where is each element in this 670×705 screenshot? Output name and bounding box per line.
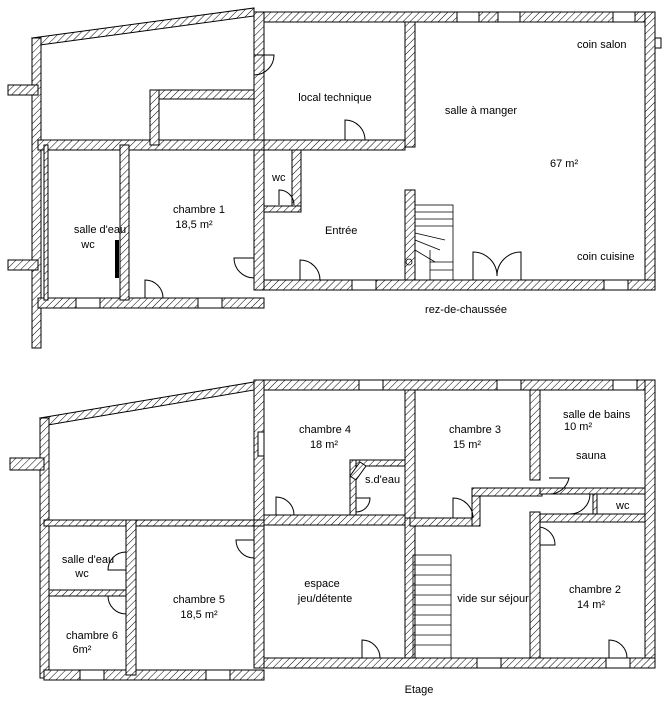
ground-floor-doors (144, 54, 522, 299)
room-label-wc-upper: wc (616, 500, 630, 512)
room-label-coin-cuisine: coin cuisine (577, 251, 635, 263)
room-label-salle-eau-ground: salle d'eau (73, 224, 127, 236)
room-label-chambre-6: chambre 6 (66, 630, 118, 642)
ground-floor-windows (75, 11, 662, 309)
room-label-salle-de-bains: salle de bains (563, 409, 631, 421)
room-area-chambre-4: 18 m² (309, 439, 339, 451)
upper-floor-plan (9, 379, 656, 681)
floor-caption-ground: rez-de-chaussée (425, 304, 507, 316)
ground-floor-outer-walls (7, 7, 656, 349)
ground-floor-interior-walls (263, 21, 416, 281)
floor-caption-upper: Etage (404, 684, 434, 696)
room-area-chambre-3: 15 m² (452, 439, 482, 451)
room-area-chambre-1: 18,5 m² (175, 219, 213, 231)
room-label-vide-sur-sejour: vide sur séjour (457, 593, 529, 605)
room-label-coin-salon: coin salon (577, 39, 627, 51)
room-label-salle-eau-wc-upper: wc (75, 568, 89, 580)
room-label-chambre-4: chambre 4 (299, 424, 351, 436)
room-label-salle-a-manger: salle à manger (444, 105, 518, 117)
room-label-local-technique: local technique (298, 92, 372, 104)
room-area-chambre-2: 14 m² (576, 599, 606, 611)
room-area-chambre-5: 18,5 m² (180, 609, 218, 621)
upper-floor-staircase (412, 554, 452, 659)
room-label-chambre-2: chambre 2 (569, 584, 621, 596)
room-label-wc-ground: wc (272, 172, 286, 184)
room-label-salle-eau-wc-ground: wc (81, 239, 95, 251)
room-label-sauna: sauna (576, 450, 606, 462)
ground-floor-staircase (405, 204, 454, 281)
upper-floor-outer-walls (9, 379, 656, 681)
room-label-s-d-eau: s.d'eau (365, 474, 401, 486)
room-label-salle-eau-upper: salle d'eau (61, 554, 115, 566)
ground-floor-plan (7, 7, 662, 349)
room-label-chambre-5: chambre 5 (173, 594, 225, 606)
room-label-chambre-3: chambre 3 (449, 424, 501, 436)
upper-floor-windows (79, 379, 638, 681)
room-label-entree: Entrée (325, 225, 358, 237)
room-label-chambre-1: chambre 1 (173, 204, 225, 216)
room-label-espace: espace (304, 578, 340, 590)
room-area-salle-a-manger: 67 m² (550, 158, 579, 170)
upper-floor-interior-walls (263, 389, 646, 659)
room-area-chambre-6: 6m² (72, 644, 92, 656)
room-area-salle-de-bains: 10 m² (564, 421, 593, 433)
shower-fixture (115, 240, 119, 278)
upper-floor-doors (107, 477, 628, 659)
room-label-jeu-detente: jeu/détente (297, 593, 353, 605)
